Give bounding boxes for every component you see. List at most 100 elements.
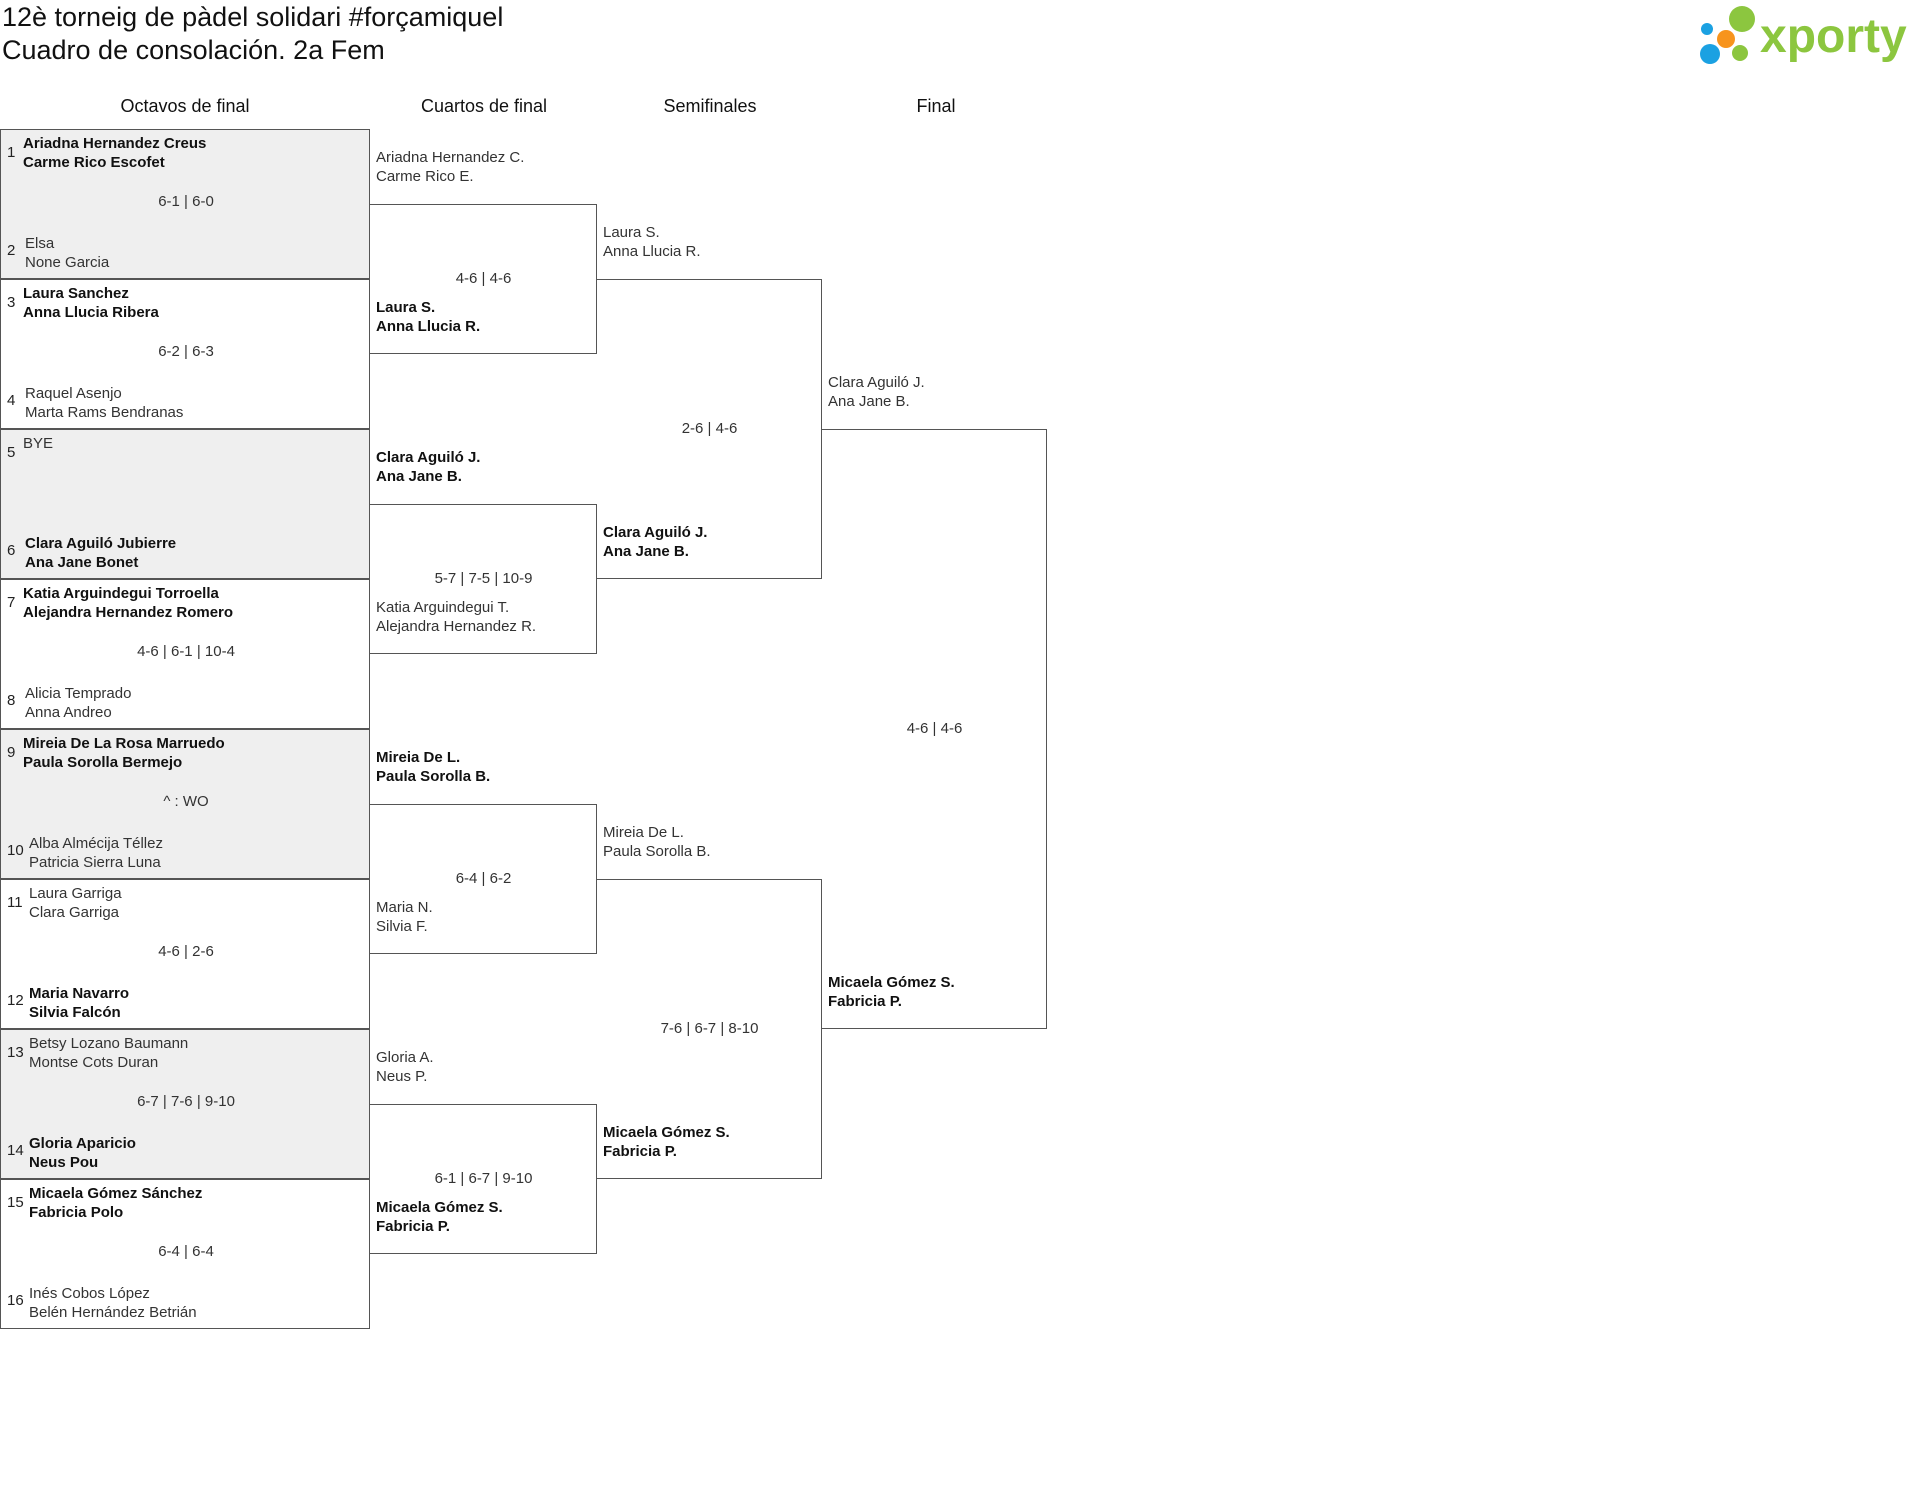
player-name: Carme Rico Escofet: [23, 154, 165, 171]
match-score: 7-6 | 6-7 | 8-10: [660, 1020, 759, 1037]
seed-number: 14: [7, 1142, 24, 1159]
team-bottom[interactable]: Micaela Gómez S.Fabricia P.: [376, 1198, 503, 1236]
player-name: Clara Aguiló Jubierre: [25, 535, 177, 552]
seed-number: 6: [7, 542, 16, 559]
player-name: Anna Andreo: [25, 704, 112, 721]
player-name: Fabricia P.: [376, 1218, 450, 1235]
logo-wordmark: xporty: [1760, 10, 1907, 63]
logo-dot-blue: [1700, 44, 1720, 64]
player-name: Montse Cots Duran: [29, 1054, 159, 1071]
player-name: Fabricia P.: [603, 1143, 677, 1160]
player-name: Alejandra Hernandez R.: [376, 618, 537, 635]
player-name: Marta Rams Bendranas: [25, 404, 184, 421]
player-name: Betsy Lozano Baumann: [29, 1035, 189, 1052]
match-score: 4-6 | 6-1 | 10-4: [137, 643, 235, 660]
tournament-title: 12è torneig de pàdel solidari #forçamiqu…: [2, 2, 504, 32]
match-score: 4-6 | 2-6: [158, 943, 214, 960]
match-score: 6-1 | 6-7 | 9-10: [434, 1170, 533, 1187]
player-name: Elsa: [25, 235, 55, 252]
player-name: Mireia De L.: [603, 824, 684, 841]
seed-number: 4: [7, 392, 16, 409]
player-name: Neus Pou: [29, 1154, 99, 1171]
seed-number: 3: [7, 294, 16, 311]
team-bottom[interactable]: Maria N.Silvia F.: [376, 898, 433, 936]
player-name: Ariadna Hernandez Creus: [23, 135, 207, 152]
team-bottom[interactable]: Katia Arguindegui T.Alejandra Hernandez …: [376, 598, 536, 636]
player-name: Carme Rico E.: [376, 168, 474, 185]
seed-number: 9: [7, 744, 16, 761]
seed-number: 7: [7, 594, 16, 611]
team-top[interactable]: Clara Aguiló J.Ana Jane B.: [828, 373, 925, 411]
player-name: Fabricia Polo: [29, 1204, 124, 1221]
match-sf: [597, 879, 822, 1179]
team-top[interactable]: Mireia De L.Paula Sorolla B.: [603, 823, 711, 861]
seed-number: 5: [7, 444, 16, 461]
team-top[interactable]: Gloria A.Neus P.: [376, 1048, 434, 1086]
player-name: Laura Sanchez: [23, 285, 129, 302]
team-bottom[interactable]: Clara Aguiló J.Ana Jane B.: [603, 523, 707, 561]
seed-number: 10: [7, 842, 24, 859]
seed-number: 16: [7, 1292, 24, 1309]
team-top[interactable]: Mireia De L.Paula Sorolla B.: [376, 748, 490, 786]
seed-number: 8: [7, 692, 16, 709]
round-header-final: Final: [916, 96, 956, 116]
player-name: Micaela Gómez S.: [828, 974, 955, 991]
team-top[interactable]: Laura S.Anna Llucia R.: [603, 223, 701, 261]
player-name: Patricia Sierra Luna: [29, 854, 161, 871]
player-name: None Garcia: [25, 254, 110, 271]
match-qf: [370, 204, 597, 354]
player-name: Ana Jane Bonet: [25, 554, 139, 571]
player-name: Laura S.: [603, 224, 660, 241]
player-name: Raquel Asenjo: [25, 385, 122, 402]
seed-number: 2: [7, 242, 16, 259]
player-name: Alba Almécija Téllez: [29, 835, 163, 852]
logo-dot-orange: [1717, 30, 1735, 48]
team-top[interactable]: BYE: [23, 434, 53, 453]
player-name: Mireia De La Rosa Marruedo: [23, 735, 225, 752]
match-score: 6-2 | 6-3: [158, 343, 214, 360]
match-qf: [370, 804, 597, 954]
player-name: Fabricia P.: [828, 993, 902, 1010]
match-qf: [370, 1104, 597, 1254]
player-name: Gloria Aparicio: [29, 1135, 136, 1152]
seed-number: 13: [7, 1044, 24, 1061]
team-bottom[interactable]: Laura S.Anna Llucia R.: [376, 298, 480, 336]
round-header-cuartos: Cuartos de final: [420, 96, 548, 116]
round-header-octavos: Octavos de final: [120, 96, 250, 116]
match-final: [822, 429, 1047, 1029]
team-bottom[interactable]: Micaela Gómez S. Fabricia P.: [828, 973, 955, 1011]
match-score: 2-6 | 4-6: [681, 420, 738, 437]
player-name: Alicia Temprado: [25, 685, 132, 702]
team-top[interactable]: Ariadna Hernandez C.Carme Rico E.: [376, 148, 524, 186]
match-score: ^ : WO: [163, 793, 209, 810]
draw-subtitle: Cuadro de consolación. 2a Fem: [2, 35, 385, 65]
team-bottom[interactable]: Micaela Gómez S.Fabricia P.: [603, 1123, 730, 1161]
player-name: Belén Hernández Betrián: [29, 1304, 197, 1321]
team-top[interactable]: Clara Aguiló J.Ana Jane B.: [376, 448, 480, 486]
logo-dot-green: [1729, 6, 1755, 32]
xporty-logo[interactable]: xporty: [1698, 2, 1920, 68]
player-name: Laura S.: [376, 299, 436, 316]
